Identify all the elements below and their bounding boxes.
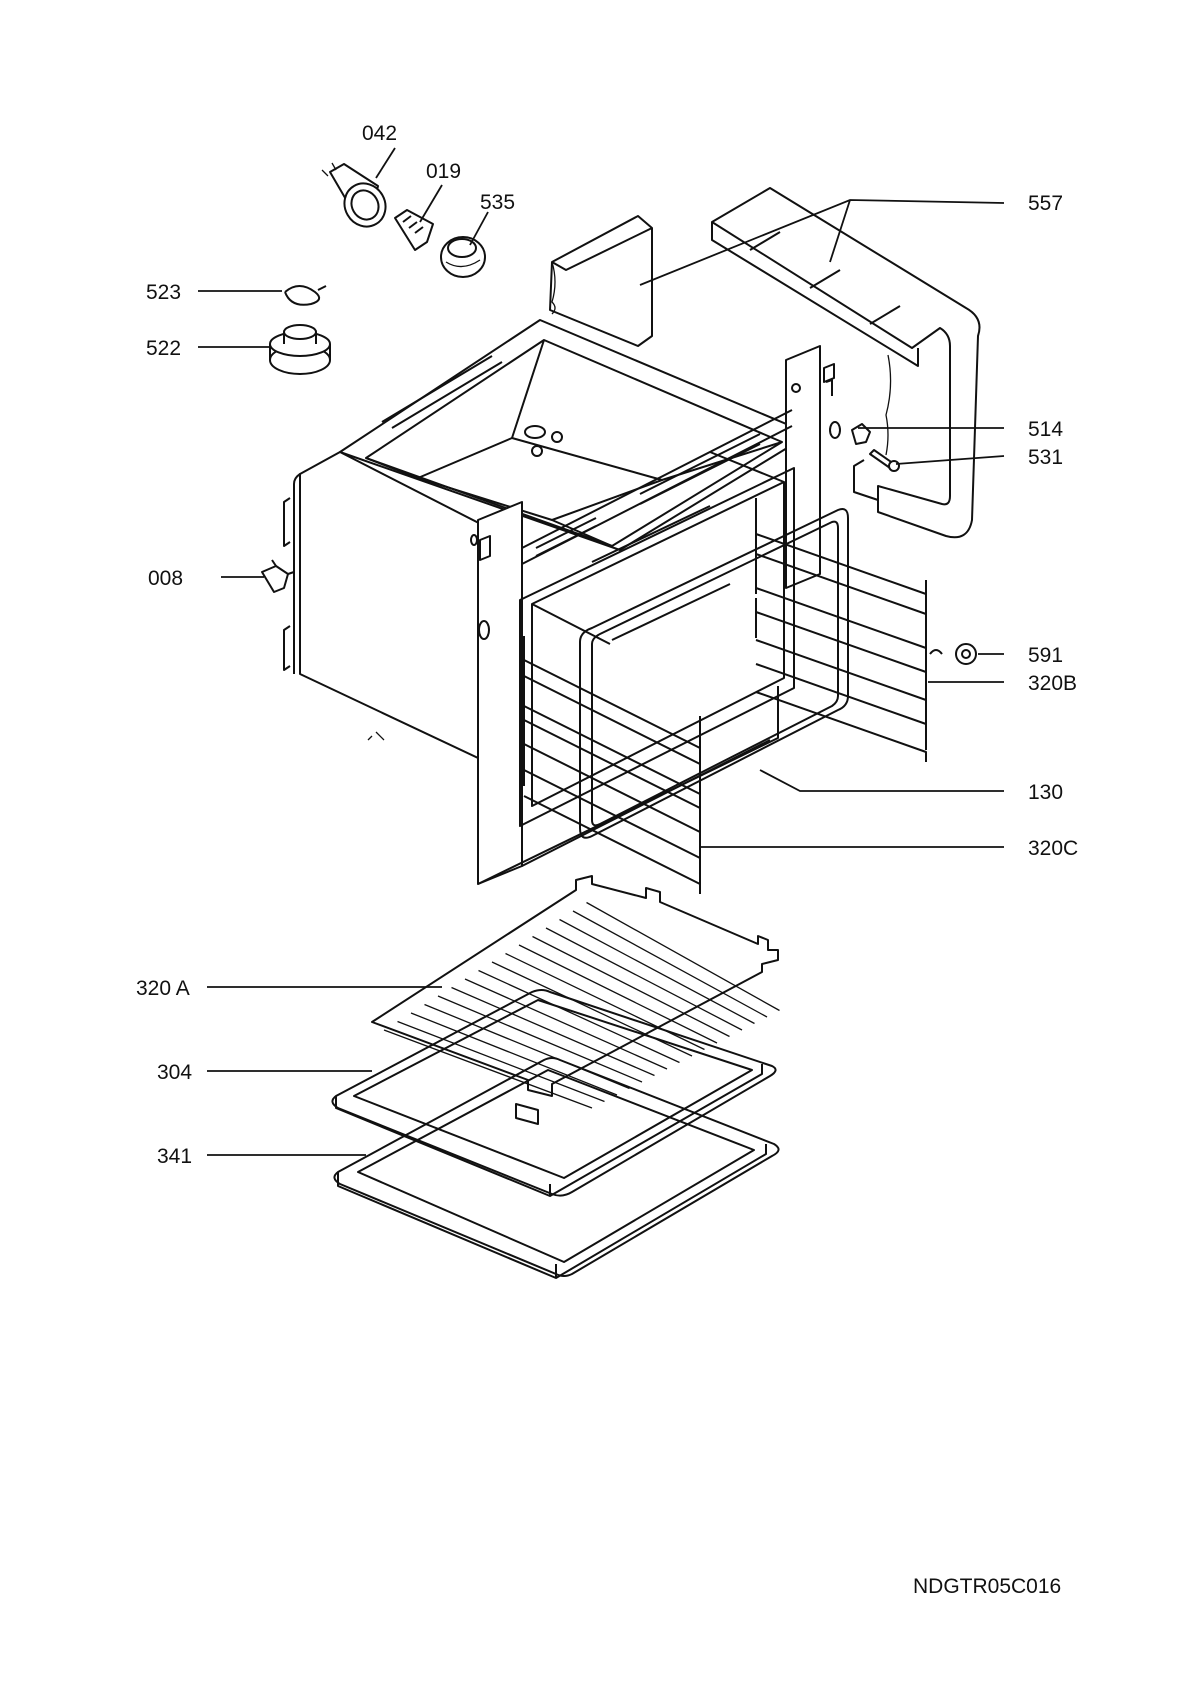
side-rack-left [523,636,701,894]
callout-320B: 320B [1028,672,1077,695]
shelf-wire [505,952,705,1051]
shelf-wire [410,1012,618,1096]
shelf-wire [532,935,730,1038]
leader-lines [198,147,1005,1156]
thermostat-part [261,559,295,593]
shelf-wire [437,995,643,1083]
callout-531: 531 [1028,446,1063,469]
side-rack-right [755,498,927,762]
grommet-part [269,324,331,375]
oven-cavity [283,319,841,885]
shelf-wire [545,927,743,1031]
shelf-wire [464,978,668,1070]
drip-tray [333,1057,780,1279]
insulation-wrap-right [711,187,981,539]
callout-557: 557 [1028,192,1063,215]
callout-042: 042 [362,122,397,145]
callout-320C: 320C [1028,837,1078,860]
callout-008: 008 [148,567,183,590]
callout-523: 523 [146,281,181,304]
shelf-wire [478,969,680,1064]
callout-522: 522 [146,337,181,360]
baking-tray [331,989,777,1197]
washer-part [929,643,977,665]
shelf-wire [518,944,718,1044]
lamp-cover-part [440,236,486,278]
callout-320A: 320 A [136,977,190,1000]
shelf-wire [559,918,755,1025]
wire-shelf [371,875,780,1125]
callout-591: 591 [1028,644,1063,667]
callout-130: 130 [1028,781,1063,804]
screw-part [851,423,871,445]
clip-part [284,285,327,306]
door-seal-gasket [579,508,849,839]
shelf-wire [383,1029,593,1109]
lamp-holder-part [321,162,387,228]
callout-341: 341 [157,1145,192,1168]
callout-514: 514 [1028,418,1063,441]
callout-019: 019 [426,160,461,183]
shelf-wire [451,986,655,1077]
insulation-pad-left [549,215,653,347]
drawing-code: NDGTR05C016 [913,1575,1061,1598]
bolt-part [869,449,900,472]
shelf-wire [397,1020,605,1103]
callout-535: 535 [480,191,515,214]
callout-304: 304 [157,1061,192,1084]
lamp-bulb-part [394,209,434,251]
shelf-wire [572,910,768,1018]
shelf-wire [586,901,780,1012]
